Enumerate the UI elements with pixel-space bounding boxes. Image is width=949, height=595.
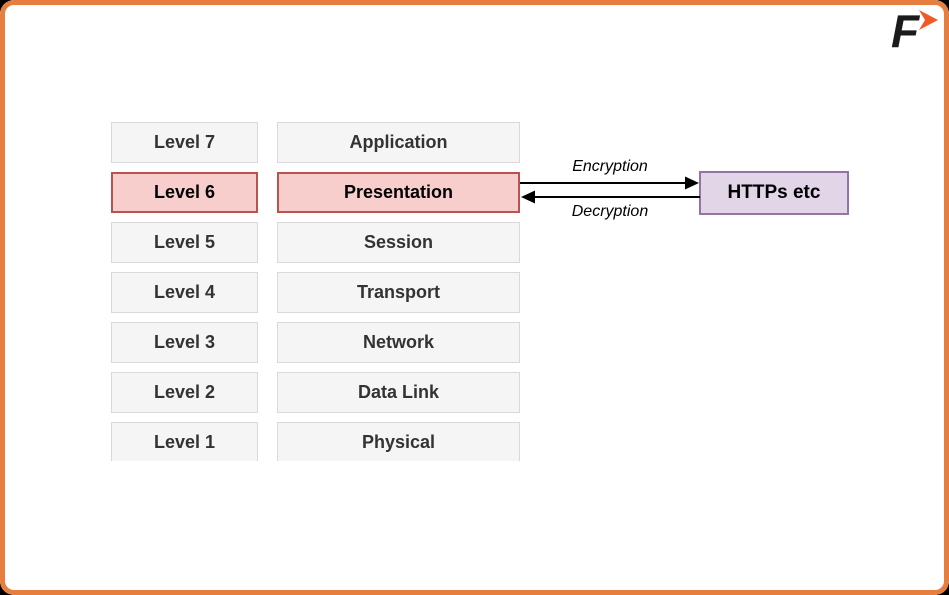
osi-level-label: Level 6 bbox=[153, 182, 216, 202]
brand-logo: F bbox=[891, 6, 943, 54]
osi-layer-box: Presentation bbox=[277, 172, 520, 213]
osi-level-box: Level 5 bbox=[111, 222, 258, 263]
osi-level-label: Level 4 bbox=[153, 282, 216, 302]
encryption-arrow bbox=[520, 176, 699, 190]
osi-level-box: Level 3 bbox=[111, 322, 258, 363]
osi-level-label: Level 1 bbox=[153, 432, 216, 452]
osi-layer-box: Network bbox=[277, 322, 520, 363]
osi-row: Level 5 Session bbox=[111, 222, 531, 263]
osi-row: Level 6 Presentation bbox=[111, 172, 531, 213]
osi-level-label: Level 3 bbox=[153, 332, 216, 352]
osi-layer-label: Physical bbox=[361, 432, 436, 452]
osi-row: Level 7 Application bbox=[111, 122, 531, 163]
osi-layer-box: Data Link bbox=[277, 372, 520, 413]
osi-row: Level 1 Physical bbox=[111, 422, 531, 461]
osi-layer-label: Transport bbox=[356, 282, 440, 302]
protocol-box: HTTPs etc bbox=[699, 171, 849, 215]
osi-layer-label: Presentation bbox=[343, 182, 454, 202]
osi-rows: Level 7 Application Level 6 Presentation… bbox=[111, 122, 531, 461]
osi-level-box: Level 2 bbox=[111, 372, 258, 413]
osi-row: Level 4 Transport bbox=[111, 272, 531, 313]
osi-level-box: Level 6 bbox=[111, 172, 258, 213]
osi-level-label: Level 5 bbox=[153, 232, 216, 252]
right-arrow-icon bbox=[919, 10, 938, 30]
osi-level-box: Level 1 bbox=[111, 422, 258, 461]
osi-level-box: Level 7 bbox=[111, 122, 258, 163]
brand-letter: F bbox=[891, 5, 920, 57]
osi-layer-label: Application bbox=[349, 132, 448, 152]
osi-layer-label: Network bbox=[362, 332, 434, 352]
osi-level-box: Level 4 bbox=[111, 272, 258, 313]
osi-layer-label: Session bbox=[363, 232, 434, 252]
osi-level-label: Level 2 bbox=[153, 382, 216, 402]
decryption-label: Decryption bbox=[571, 203, 649, 220]
protocol-box-label: HTTPs etc bbox=[727, 182, 821, 203]
osi-layer-box: Physical bbox=[277, 422, 520, 461]
osi-row: Level 2 Data Link bbox=[111, 372, 531, 413]
osi-row: Level 3 Network bbox=[111, 322, 531, 363]
decryption-arrow bbox=[521, 190, 700, 204]
encryption-label: Encryption bbox=[572, 158, 648, 175]
osi-layer-box: Session bbox=[277, 222, 520, 263]
osi-level-label: Level 7 bbox=[153, 132, 216, 152]
osi-layer-box: Transport bbox=[277, 272, 520, 313]
osi-layer-box: Application bbox=[277, 122, 520, 163]
osi-layer-label: Data Link bbox=[357, 382, 440, 402]
